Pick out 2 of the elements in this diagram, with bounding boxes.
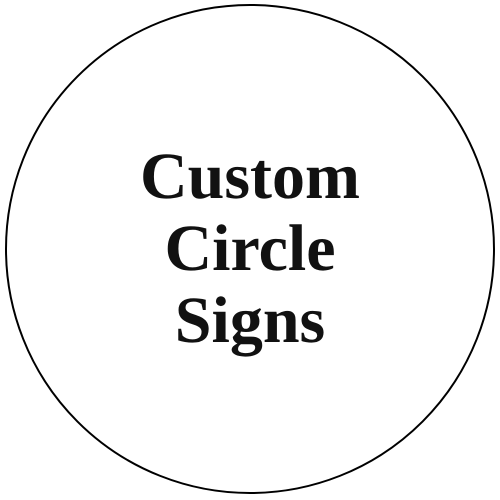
circle-sign [5, 4, 495, 494]
sign-text: Custom Circle Signs [138, 141, 361, 357]
